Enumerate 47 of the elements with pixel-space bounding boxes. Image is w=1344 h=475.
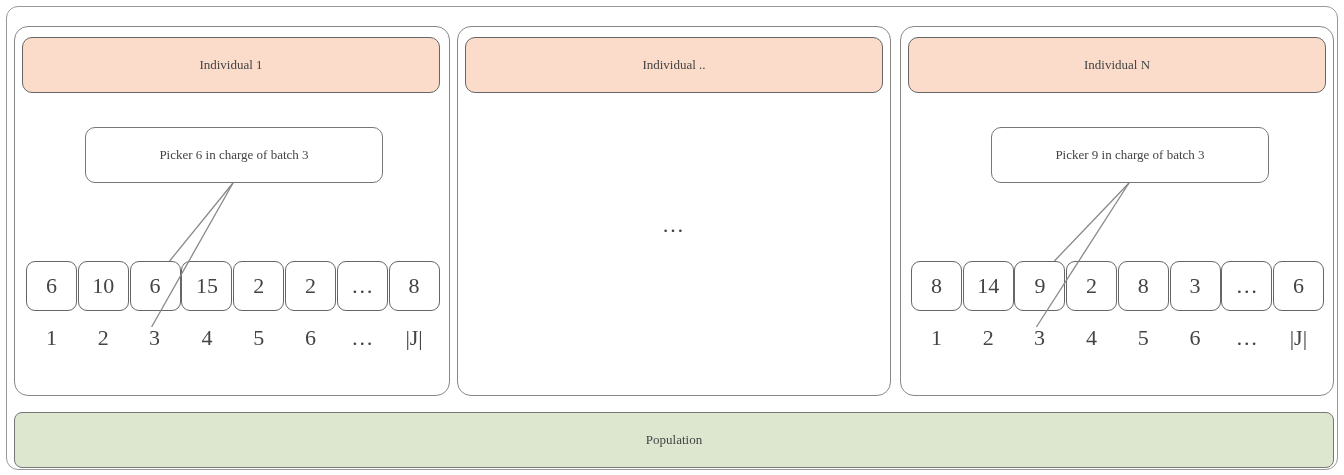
picker-callout: Picker 9 in charge of batch 3: [991, 127, 1269, 183]
gene-cell: 10: [77, 261, 129, 311]
position-number: 6: [1188, 325, 1202, 351]
gene-cell: 9: [1014, 261, 1066, 311]
gene-cell: 8: [388, 261, 440, 311]
individual-header: Individual ..: [465, 37, 883, 93]
leader-line: [168, 182, 234, 262]
position-number: 2: [96, 325, 110, 351]
leader-line: [1053, 182, 1130, 262]
leader-line: [1035, 182, 1130, 328]
individual-header: Individual 1: [22, 37, 440, 93]
leader-line: [150, 182, 234, 328]
position-number: 2: [981, 325, 995, 351]
position-number: 4: [200, 325, 214, 351]
individual-panel: [14, 26, 450, 396]
gene-cell: 6: [1272, 261, 1324, 311]
position-number: 5: [252, 325, 266, 351]
ellipsis-text: …: [661, 212, 685, 238]
gene-cell: 15: [181, 261, 233, 311]
position-number: 4: [1085, 325, 1099, 351]
gene-cell: 2: [233, 261, 285, 311]
gene-cell: 8: [911, 261, 962, 311]
position-number: |J|: [404, 325, 424, 351]
position-number: 1: [930, 325, 943, 351]
gene-cell: 14: [962, 261, 1014, 311]
position-number: |J|: [1288, 325, 1309, 351]
individual-panel: [900, 26, 1334, 396]
gene-cell: …: [336, 261, 388, 311]
position-number: …: [350, 325, 375, 351]
picker-callout: Picker 6 in charge of batch 3: [85, 127, 383, 183]
gene-cell: 6: [26, 261, 77, 311]
gene-cell: 3: [1169, 261, 1221, 311]
gene-cell: 2: [1066, 261, 1118, 311]
position-number: 3: [1019, 325, 1060, 351]
position-number: 3: [134, 325, 175, 351]
position-number: 5: [1136, 325, 1150, 351]
population-container: [6, 6, 1338, 470]
position-number: …: [1234, 325, 1259, 351]
population-band: Population: [14, 412, 1334, 468]
gene-cell: 2: [285, 261, 336, 311]
individual-panel: [457, 26, 891, 396]
individual-header: Individual N: [908, 37, 1326, 93]
gene-cell: 8: [1117, 261, 1169, 311]
gene-cell: …: [1221, 261, 1273, 311]
position-number: 6: [304, 325, 317, 351]
gene-cell: 6: [129, 261, 181, 311]
position-number: 1: [45, 325, 58, 351]
